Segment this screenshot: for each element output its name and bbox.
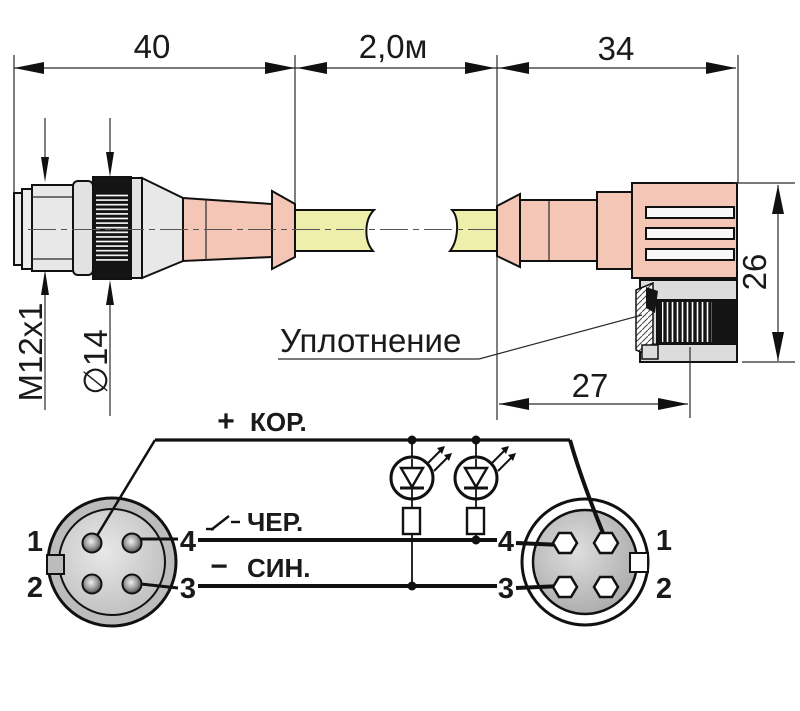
switch-contact-icon: [206, 515, 240, 531]
knurled-nut-right: [656, 299, 738, 345]
knurled-nut: [92, 176, 132, 280]
seal-label: Уплотнение: [280, 322, 461, 359]
pin-number: 4: [180, 526, 196, 558]
left-connector-side-view: [13, 176, 296, 280]
socket: [592, 531, 620, 555]
wire-label-brown: КОР.: [250, 407, 307, 437]
led-indicator: [453, 440, 516, 540]
plus-sign: +: [217, 405, 235, 438]
pin: [81, 573, 103, 595]
socket: [592, 575, 620, 599]
keying-notch: [629, 552, 649, 573]
nut-diameter-label: ∅14: [77, 329, 114, 394]
right-connector-side-view: [496, 182, 738, 363]
dim-right-connector-width: 27: [572, 367, 609, 404]
right-connector-face: [520, 497, 650, 627]
keying-notch: [46, 554, 65, 575]
pin: [81, 532, 103, 554]
right-face-sockets: 4 3 1 2: [498, 525, 672, 605]
left-connector-face: [46, 496, 178, 628]
wiring-diagram: + КОР. ЧЕР. − СИН.: [93, 405, 607, 591]
pin-number: 1: [656, 525, 672, 557]
minus-sign: −: [210, 550, 228, 583]
resistor: [465, 506, 486, 536]
dim-right-connector-height: 26: [736, 254, 773, 291]
top-dimension-lines: 40 2,0м 34: [13, 28, 739, 420]
socket: [551, 531, 579, 555]
pin-number: 1: [27, 526, 43, 558]
wire-label-black: ЧЕР.: [247, 507, 303, 537]
dim-left-connector-length: 40: [134, 28, 171, 65]
wire-label-blue: СИН.: [247, 553, 310, 583]
pin-number: 2: [27, 572, 43, 604]
strain-relief-right: [519, 199, 598, 262]
left-face-pins: 1 2 4 3: [27, 526, 196, 605]
pin: [121, 532, 143, 554]
pin-number: 4: [498, 526, 514, 558]
socket: [551, 575, 579, 599]
pin-number: 2: [656, 573, 672, 605]
seal-cross-section: [635, 281, 659, 360]
pin-number: 3: [498, 573, 514, 605]
resistor: [401, 506, 422, 536]
side-dimensions: M12x1 ∅14 26 27 Уплотнение: [12, 118, 795, 418]
dim-cable-length: 2,0м: [359, 28, 428, 65]
pin-number: 3: [180, 573, 196, 605]
thread-label: M12x1: [12, 302, 49, 401]
dim-right-connector-length: 34: [598, 30, 635, 67]
pin: [121, 573, 143, 595]
led-indicator: [389, 440, 452, 586]
